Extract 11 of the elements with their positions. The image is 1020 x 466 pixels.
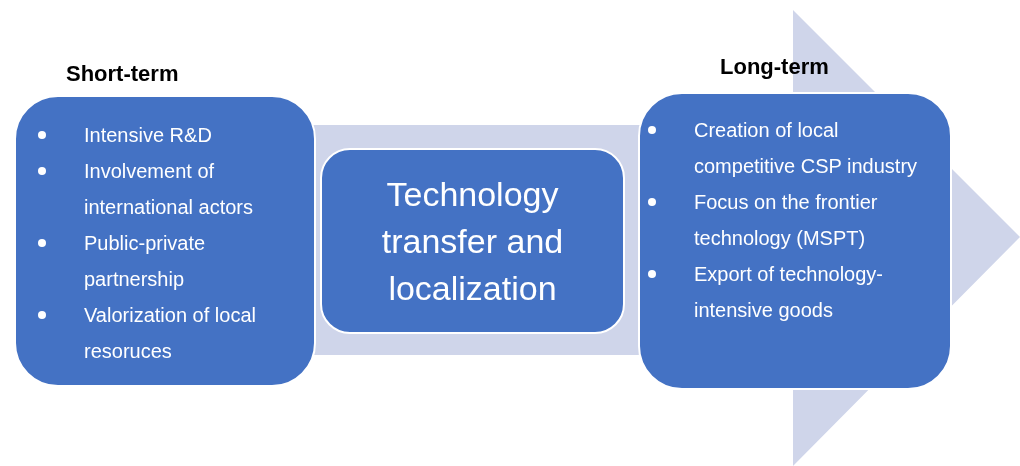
- bullet-text: Focus on the frontier technology (MSPT): [694, 190, 879, 251]
- bullet-text: Public-private partnership: [84, 231, 207, 292]
- bullet-text: Valorization of local resoruces: [84, 303, 257, 364]
- box-heading: Short-term: [66, 60, 179, 88]
- box-title: Technology transfer and localization: [380, 173, 565, 309]
- box-heading: Long-term: [720, 53, 829, 81]
- bullet-text: Creation of local competitive CSP industry: [694, 118, 919, 179]
- bullet-text: Intensive R&D: [84, 123, 212, 148]
- process-box: [320, 148, 625, 334]
- bullet-text: Involvement of international actors: [84, 159, 254, 220]
- bullet-text: Export of technology-intensive goods: [694, 262, 884, 323]
